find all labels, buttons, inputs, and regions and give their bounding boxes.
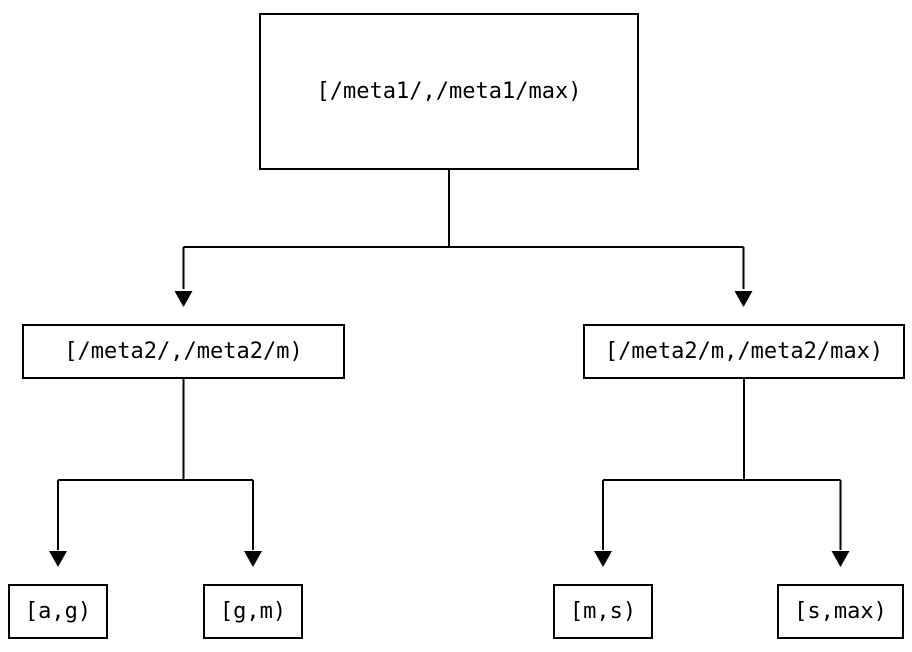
tree-node-leaf-ms: [m,s) bbox=[553, 584, 653, 639]
arrowhead-down-icon bbox=[594, 551, 612, 567]
edge-meta2-left-to-children bbox=[57, 379, 254, 550]
tree-node-meta2-left: [/meta2/,/meta2/m) bbox=[22, 324, 345, 379]
tree-node-leaf-gm: [g,m) bbox=[203, 584, 303, 639]
edge-meta2-right-to-children bbox=[602, 379, 842, 550]
arrowhead-down-icon bbox=[49, 551, 67, 567]
tree-node-root: [/meta1/,/meta1/max) bbox=[259, 13, 639, 170]
arrowhead-down-icon bbox=[734, 291, 753, 307]
edge-root-to-children bbox=[182, 170, 745, 289]
arrowhead-down-icon bbox=[174, 291, 193, 307]
arrowhead-down-icon bbox=[244, 551, 262, 567]
tree-node-leaf-ag: [a,g) bbox=[8, 584, 108, 639]
arrowhead-down-icon bbox=[831, 551, 850, 567]
tree-node-meta2-right: [/meta2/m,/meta2/max) bbox=[583, 324, 905, 379]
tree-node-leaf-smax: [s,max) bbox=[777, 584, 904, 639]
